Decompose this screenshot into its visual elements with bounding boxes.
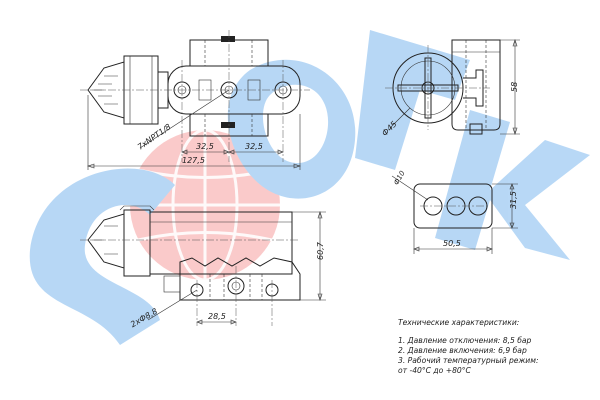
watermark-letter-r (355, 30, 470, 170)
watermark-letter-s (29, 168, 175, 345)
technical-notes: Технические характеристики: 1. Давление … (398, 318, 598, 376)
dim-spacing-b: 32,5 (245, 142, 263, 151)
note-line-3: 3. Рабочий температурный режим: (398, 356, 539, 365)
dim-side-height: 58 (510, 82, 519, 92)
dim-hole-spacing: 28,5 (208, 312, 226, 321)
note-line-2: 2. Давление включения: 6,9 бар (398, 346, 527, 355)
dim-lower-height: 60,7 (316, 241, 325, 260)
watermark-letter-o (227, 59, 356, 199)
watermark-logo (29, 30, 590, 345)
dim-plate-width: 50,5 (443, 239, 461, 248)
watermark-globe (130, 130, 280, 280)
dim-plate-height: 31,5 (509, 191, 518, 209)
dim-spacing-a: 32,5 (196, 142, 214, 151)
note-line-4: от -40°С до +80°С (398, 366, 471, 375)
side-view: 58 (451, 39, 520, 135)
note-line-1: 1. Давление отключения: 8,5 бар (398, 336, 532, 345)
dim-overall-length: 127,5 (182, 156, 205, 165)
dim-port-diameter: Ф10 (392, 169, 407, 186)
notes-title: Технические характеристики: (398, 318, 520, 327)
